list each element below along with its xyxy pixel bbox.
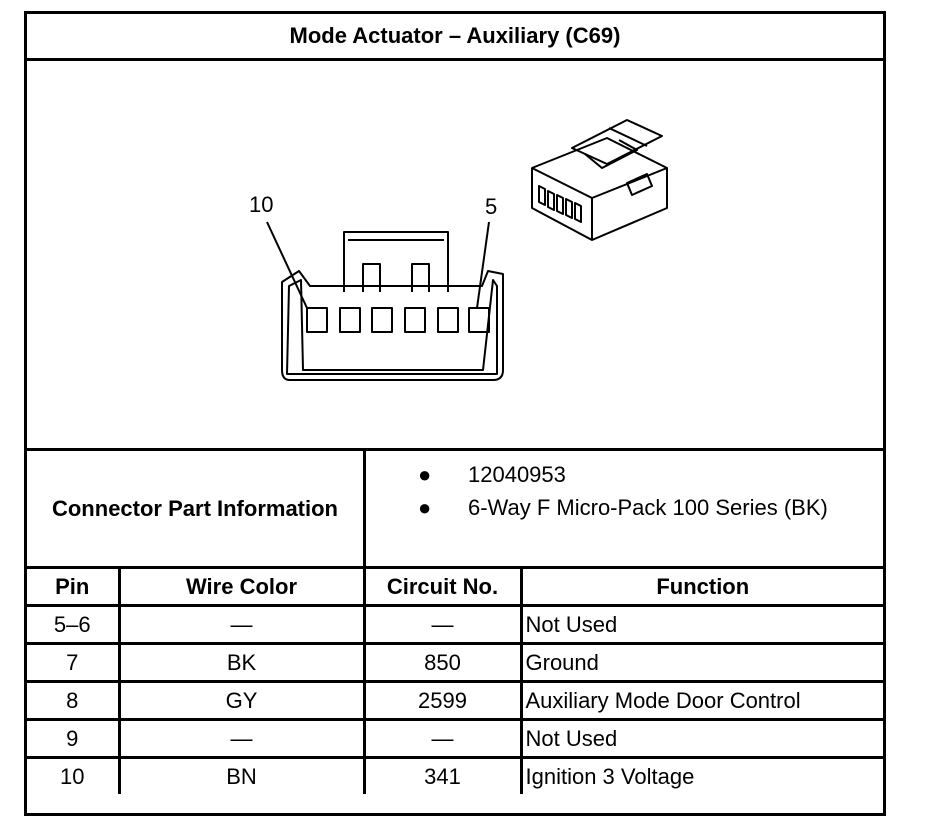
pin-cavity-7: [404, 307, 426, 333]
pin-cavity-9: [339, 307, 361, 333]
connector-iso-view: [531, 119, 668, 241]
header-circuit-no: Circuit No.: [362, 569, 523, 607]
page-title: Mode Actuator – Auxiliary (C69): [27, 14, 883, 61]
function-cell: Not Used: [519, 604, 883, 645]
pin-cell: 7: [27, 642, 121, 683]
circuit-cell: —: [362, 604, 523, 645]
pinout-table: Pin Wire Color Circuit No. Function 5–6 …: [27, 569, 883, 794]
leader-line-10: [266, 221, 308, 309]
pin-label-10: 10: [249, 192, 274, 217]
pin-cavity-6: [437, 307, 459, 333]
circuit-cell: 850: [362, 642, 523, 683]
header-wire-color: Wire Color: [117, 569, 366, 607]
pin-cell: 10: [27, 756, 121, 794]
function-cell: Auxiliary Mode Door Control: [519, 680, 883, 721]
part-number: 12040953: [468, 462, 566, 487]
wire-color-cell: GY: [117, 680, 366, 721]
table-row: 8 GY 2599 Auxiliary Mode Door Control: [27, 680, 883, 721]
connector-info-list: ● 12040953 ● 6-Way F Micro-Pack 100 Seri…: [366, 451, 883, 566]
table-row: 9 — — Not Used: [27, 718, 883, 759]
connector-description: 6-Way F Micro-Pack 100 Series (BK): [468, 495, 828, 520]
wire-color-cell: BK: [117, 642, 366, 683]
circuit-cell: —: [362, 718, 523, 759]
pin-cell: 8: [27, 680, 121, 721]
connector-diagram: 10 5: [27, 58, 883, 451]
pin-cell: 5–6: [27, 604, 121, 645]
pin-cavity-8: [371, 307, 393, 333]
table-row: 5–6 — — Not Used: [27, 604, 883, 645]
table-row: 10 BN 341 Ignition 3 Voltage: [27, 756, 883, 794]
pin-cell: 9: [27, 718, 121, 759]
connector-part-info: Connector Part Information ● 12040953 ● …: [27, 451, 883, 569]
wire-color-cell: —: [117, 718, 366, 759]
header-pin: Pin: [27, 569, 121, 607]
connector-drawing: [266, 119, 668, 381]
connector-info-label: Connector Part Information: [27, 451, 366, 566]
wire-color-cell: —: [117, 604, 366, 645]
bullet-icon: ●: [418, 495, 432, 520]
table-header-row: Pin Wire Color Circuit No. Function: [27, 569, 883, 607]
wire-color-cell: BN: [117, 756, 366, 794]
function-cell: Not Used: [519, 718, 883, 759]
leader-line-5: [476, 221, 490, 309]
header-function: Function: [519, 569, 883, 607]
function-cell: Ignition 3 Voltage: [519, 756, 883, 794]
table-row: 7 BK 850 Ground: [27, 642, 883, 683]
pin-cavity-5: [468, 307, 490, 333]
connector-latch: [343, 231, 449, 292]
circuit-cell: 2599: [362, 680, 523, 721]
pin-label-5: 5: [485, 194, 498, 219]
function-cell: Ground: [519, 642, 883, 683]
pin-cavity-10: [306, 307, 328, 333]
circuit-cell: 341: [362, 756, 523, 794]
connector-body: [281, 270, 504, 381]
connector-sheet: Mode Actuator – Auxiliary (C69): [24, 11, 886, 816]
bullet-icon: ●: [418, 462, 432, 487]
